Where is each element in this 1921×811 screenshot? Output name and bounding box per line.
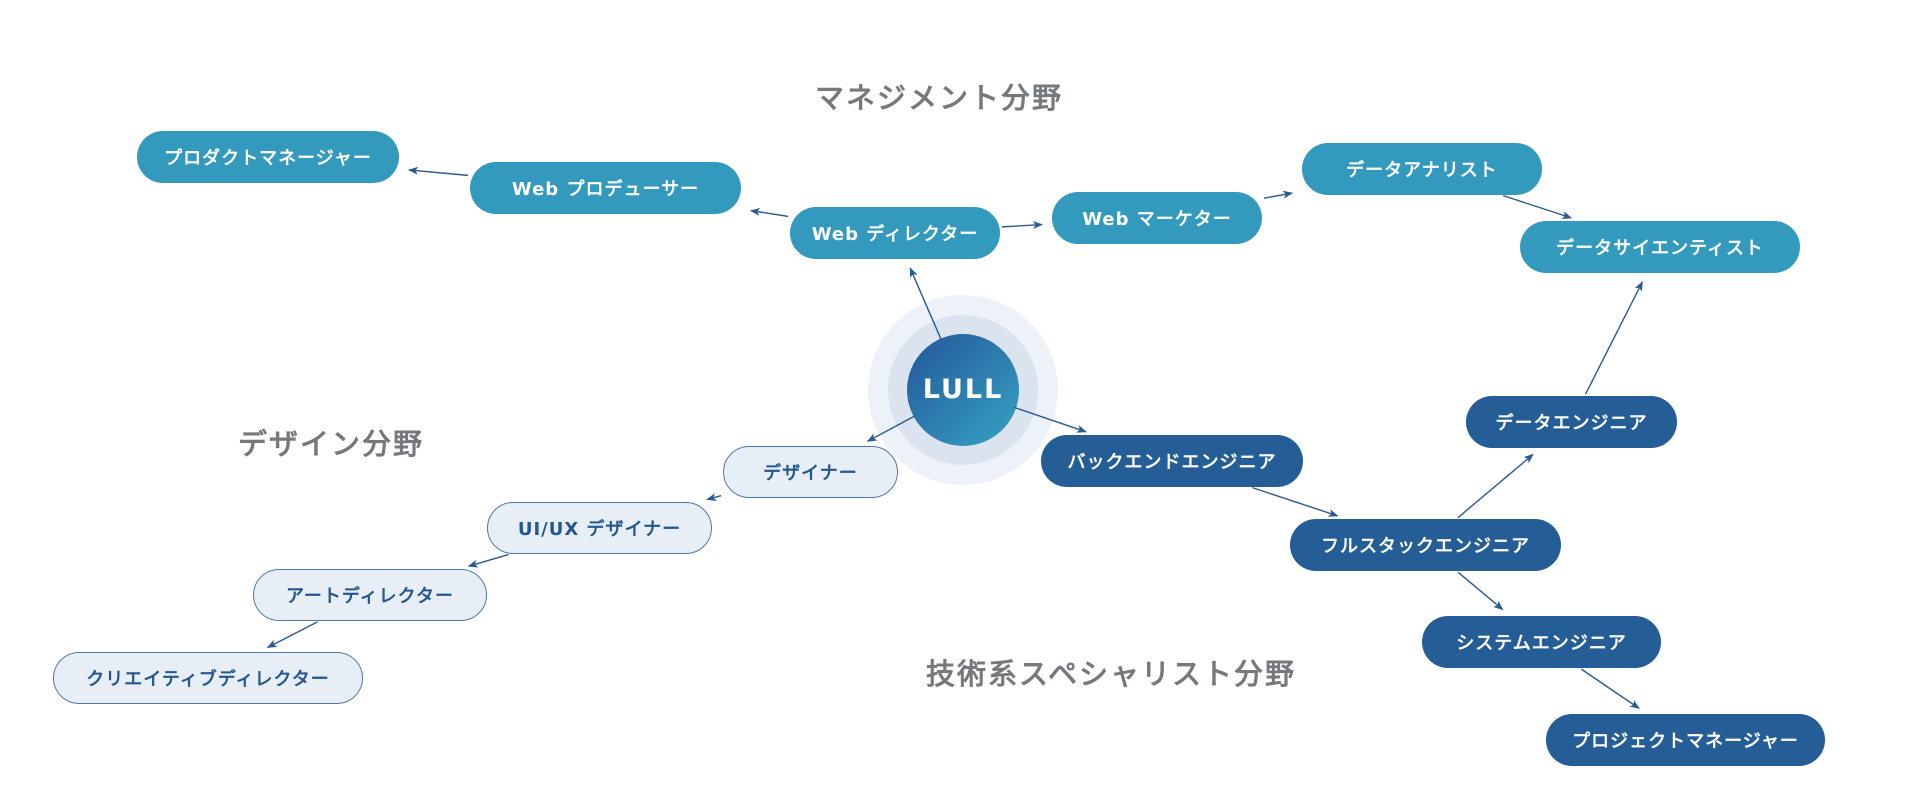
arrow-center-to-web-director bbox=[909, 267, 943, 341]
arrow-uiux-designer-to-art-director bbox=[467, 553, 509, 568]
arrow-designer-to-uiux-designer bbox=[706, 493, 722, 501]
node-web-producer[interactable]: Web プロデューサー bbox=[470, 162, 741, 214]
center-core[interactable] bbox=[907, 334, 1019, 446]
edges-layer bbox=[266, 166, 1643, 709]
node-data-scientist[interactable]: データサイエンティスト bbox=[1520, 221, 1800, 273]
arrow-backend-engineer-to-fullstack-engineer bbox=[1252, 486, 1339, 517]
node-data-analyst[interactable]: データアナリスト bbox=[1302, 143, 1542, 195]
node-product-manager[interactable]: プロダクトマネージャー bbox=[137, 131, 399, 183]
arrow-system-engineer-to-project-manager bbox=[1580, 668, 1640, 709]
node-art-director[interactable]: アートディレクター bbox=[253, 569, 487, 621]
center-logo-label[interactable]: LULL bbox=[922, 374, 1004, 405]
arrow-data-engineer-to-data-scientist bbox=[1584, 281, 1643, 395]
node-web-director[interactable]: Web ディレクター bbox=[790, 207, 1000, 259]
heading-management: マネジメント分野 bbox=[815, 81, 1064, 115]
node-uiux-designer[interactable]: UI/UX デザイナー bbox=[487, 502, 712, 554]
arrow-fullstack-engineer-to-data-engineer bbox=[1457, 453, 1534, 519]
node-designer[interactable]: デザイナー bbox=[723, 446, 898, 498]
arrow-web-director-to-web-producer bbox=[749, 208, 789, 218]
node-web-marketer[interactable]: Web マーケター bbox=[1052, 192, 1262, 244]
arrow-art-director-to-creative-director bbox=[266, 621, 318, 649]
heading-tech: 技術系スペシャリスト分野 bbox=[926, 657, 1296, 691]
arrow-fullstack-engineer-to-system-engineer bbox=[1457, 571, 1504, 611]
node-project-manager[interactable]: プロジェクトマネージャー bbox=[1546, 714, 1825, 766]
node-creative-director[interactable]: クリエイティブディレクター bbox=[53, 652, 363, 704]
arrow-web-director-to-web-marketer bbox=[1001, 221, 1044, 230]
node-backend-engineer[interactable]: バックエンドエンジニア bbox=[1041, 435, 1303, 487]
arrow-web-marketer-to-data-analyst bbox=[1263, 190, 1294, 199]
arrow-center-to-backend-engineer bbox=[1013, 406, 1087, 433]
arrow-web-producer-to-product-manager bbox=[407, 166, 469, 177]
node-system-engineer[interactable]: システムエンジニア bbox=[1422, 616, 1661, 668]
arrow-data-analyst-to-data-scientist bbox=[1503, 194, 1573, 219]
arrow-center-to-designer bbox=[866, 414, 916, 442]
node-fullstack-engineer[interactable]: フルスタックエンジニア bbox=[1290, 519, 1561, 571]
heading-design: デザイン分野 bbox=[238, 427, 425, 461]
node-data-engineer[interactable]: データエンジニア bbox=[1466, 396, 1677, 448]
